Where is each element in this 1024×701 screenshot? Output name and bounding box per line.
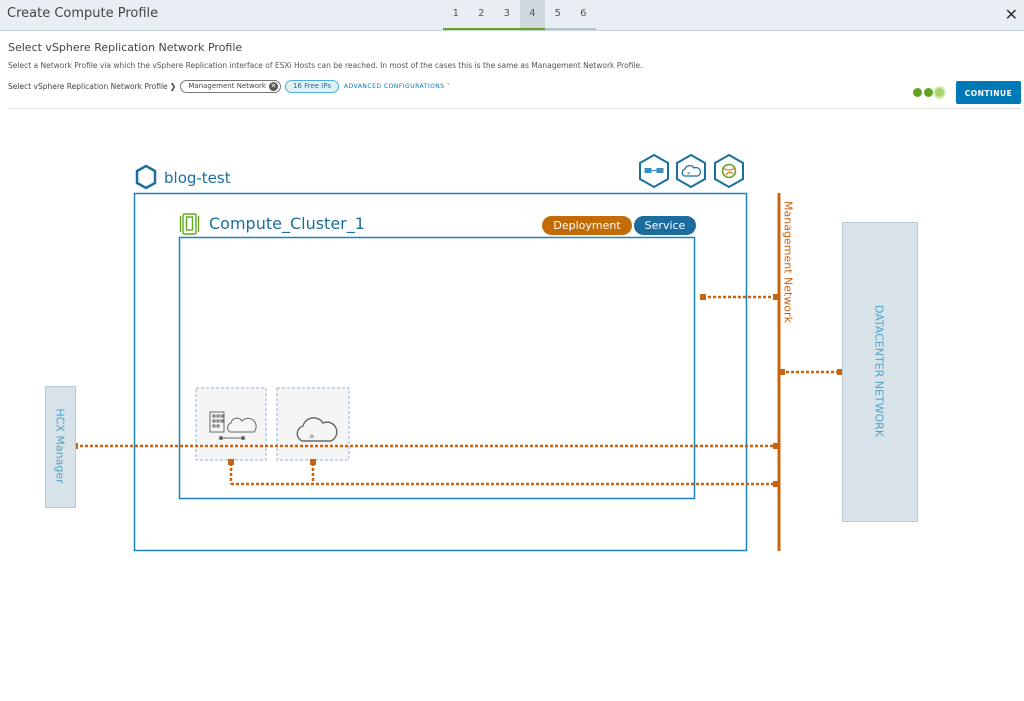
wan-optimization-appliance-tile (276, 387, 350, 461)
section-description: Select a Network Profile via which the v… (8, 61, 643, 70)
progress-dots (913, 88, 946, 97)
cluster-box (178, 236, 696, 500)
progress-dot-current (935, 88, 944, 97)
deployment-badge: Deployment (542, 216, 632, 235)
service-icons: » (639, 153, 744, 189)
svg-text:»: » (687, 170, 691, 177)
network-extension-hex-icon (714, 153, 744, 189)
step-6[interactable]: 6 (570, 0, 596, 30)
network-select-row: Select vSphere Replication Network Profi… (8, 80, 451, 93)
interconnect-appliance-tile (195, 387, 267, 461)
datacenter-network-label: DATACENTER NETWORK (872, 304, 886, 438)
hcx-manager-label: HCX Manager (53, 408, 67, 484)
step-3[interactable]: 3 (494, 0, 520, 30)
svg-text:»: » (309, 432, 315, 442)
wizard-title: Create Compute Profile (7, 6, 159, 21)
step-1[interactable]: 1 (443, 0, 469, 30)
progress-dot (913, 88, 922, 97)
interconnect-appliance-icon (209, 411, 257, 440)
divider (8, 108, 1020, 109)
advanced-configurations-link[interactable]: ADVANCED CONFIGURATIONS ˅ (343, 83, 451, 90)
site-name: blog-test (164, 169, 231, 187)
service-badge: Service (634, 216, 696, 235)
step-2[interactable]: 2 (468, 0, 494, 30)
datacenter-network-box (842, 222, 918, 522)
remove-chip-icon[interactable]: ✕ (268, 82, 278, 91)
step-5[interactable]: 5 (545, 0, 571, 30)
hcx-manager-box (45, 386, 76, 508)
wan-optimization-appliance-icon: » (296, 417, 338, 442)
progress-dot (924, 88, 933, 97)
wan-optimization-hex-icon (676, 153, 706, 189)
cluster-name: Compute_Cluster_1 (209, 214, 365, 233)
wizard-steps: 1 2 3 4 5 6 (443, 0, 596, 30)
site-hexagon-icon (135, 164, 157, 190)
step-4[interactable]: 4 (519, 0, 545, 30)
cluster-icon (179, 213, 200, 235)
wizard-header: Create Compute Profile 1 2 3 4 5 6 ✕ (0, 0, 1024, 31)
close-icon[interactable]: ✕ (1004, 5, 1018, 24)
site-box (133, 192, 748, 552)
management-network-label: Management Network (781, 201, 795, 323)
chevron-down-icon[interactable]: ❯ (169, 82, 177, 91)
connection-ports (72, 294, 843, 487)
selected-network-label: Management Network (188, 82, 266, 90)
selected-network-chip[interactable]: Management Network ✕ (180, 80, 281, 93)
continue-button[interactable]: CONTINUE (956, 81, 1021, 104)
section-title: Select vSphere Replication Network Profi… (8, 41, 243, 54)
free-ips-badge: 16 Free IPs (284, 80, 339, 93)
connection-lines (75, 295, 840, 486)
select-label: Select vSphere Replication Network Profi… (8, 82, 168, 91)
